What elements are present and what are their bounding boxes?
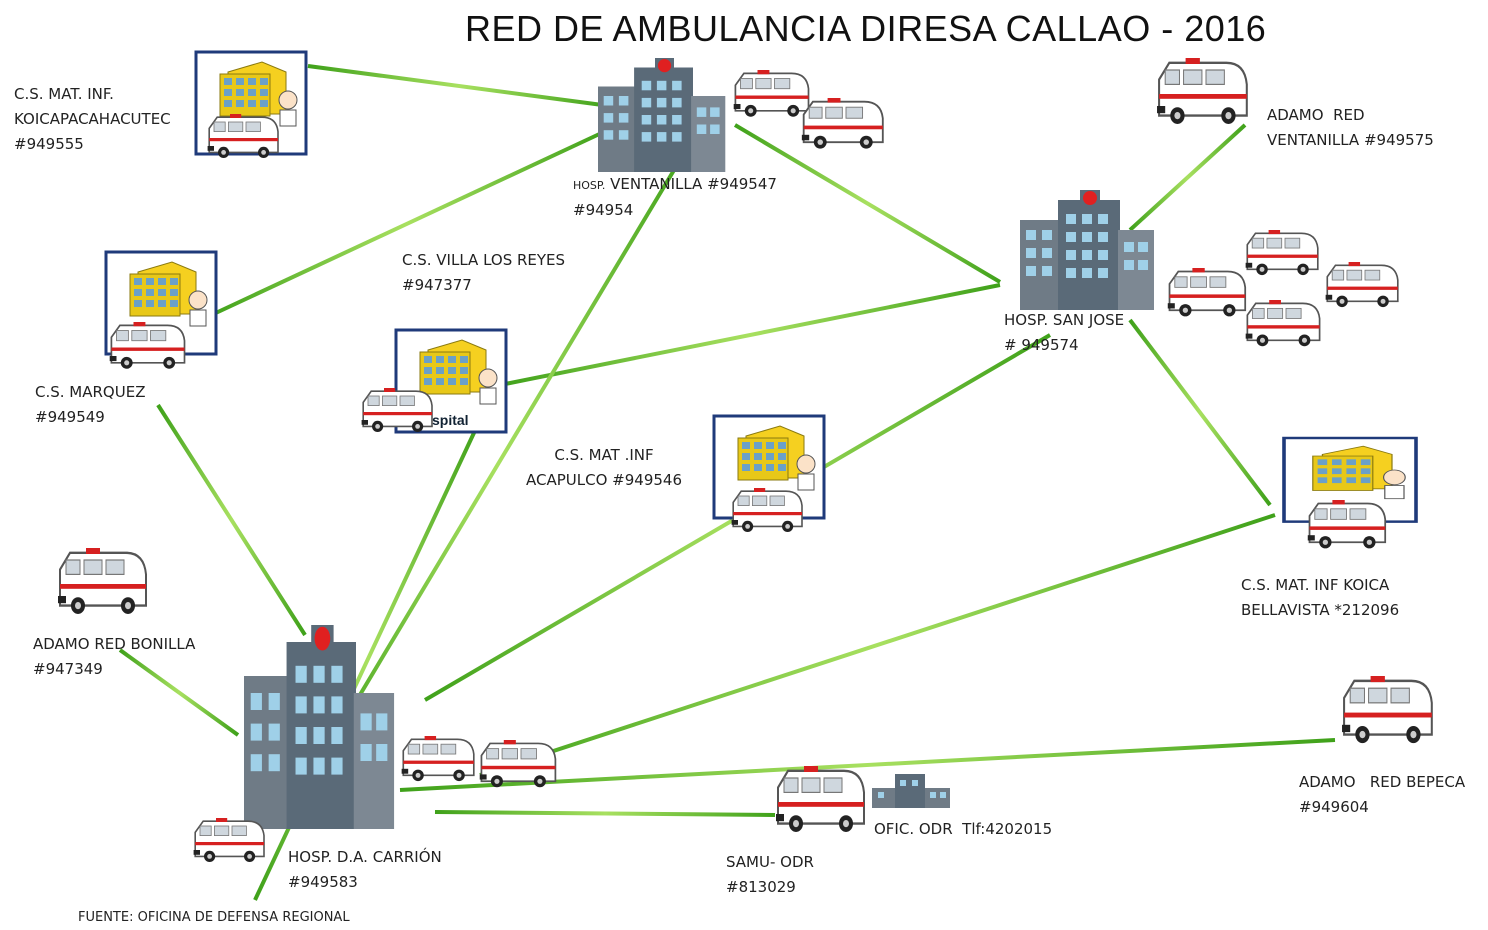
source-note: FUENTE: OFICINA DE DEFENSA REGIONAL bbox=[78, 910, 350, 925]
link bbox=[204, 128, 609, 320]
label-bellavista: C.S. MAT. INF KOICA BELLAVISTA *212096 bbox=[1241, 576, 1400, 619]
ambulance-icon bbox=[478, 739, 557, 789]
ambulance-icon bbox=[1324, 261, 1399, 308]
hospital-building-ventanilla bbox=[598, 58, 726, 172]
label-bepeca: ADAMO RED BEPECA #949604 bbox=[1299, 773, 1466, 816]
link bbox=[479, 513, 1276, 777]
ambulance-icon bbox=[108, 321, 186, 370]
ambulance-icon bbox=[1306, 499, 1387, 550]
label-adamo-ventanilla: ADAMO RED VENTANILLA #949575 bbox=[1267, 106, 1434, 149]
hospital-building-san-jose bbox=[1020, 190, 1154, 310]
ambulance-icon bbox=[400, 735, 475, 782]
label-marquez: C.S. MARQUEZ #949549 bbox=[35, 383, 146, 426]
link bbox=[1128, 318, 1272, 507]
ambulance-icon bbox=[1244, 299, 1321, 348]
link bbox=[499, 283, 1001, 387]
link bbox=[156, 403, 307, 637]
label-carrion: HOSP. D.A. CARRIÓN #949583 bbox=[288, 848, 442, 891]
link bbox=[298, 133, 697, 797]
ambulance-icon bbox=[1244, 229, 1319, 276]
ambulance-icon bbox=[192, 817, 265, 863]
ambulance-icon bbox=[1166, 267, 1247, 318]
link bbox=[118, 648, 240, 737]
ambulance-icon bbox=[774, 764, 866, 834]
hospital-sign: spital bbox=[432, 412, 469, 428]
ambulance-icon bbox=[800, 97, 884, 150]
label-san-jose: HOSP. SAN JOSE # 949574 bbox=[1004, 311, 1125, 354]
ambulance-icon bbox=[206, 113, 279, 159]
ambulance-icon bbox=[730, 487, 803, 533]
connections bbox=[118, 64, 1336, 901]
ambulance-icon bbox=[732, 69, 810, 118]
ambulance-icon bbox=[360, 387, 433, 433]
label-bonilla: ADAMO RED BONILLA #947349 bbox=[33, 635, 196, 678]
diagram-title: RED DE AMBULANCIA DIRESA CALLAO - 2016 bbox=[465, 8, 1267, 49]
link bbox=[307, 64, 611, 108]
ambulance-icon bbox=[1155, 56, 1249, 126]
label-samu: SAMU- ODR #813029 bbox=[726, 853, 814, 896]
label-acapulco: C.S. MAT .INF ACAPULCO #949546 bbox=[526, 446, 682, 489]
label-villa-reyes: C.S. VILLA LOS REYES #947377 bbox=[402, 251, 566, 294]
label-ventanilla: HOSP. VENTANILLA #949547 #94954 bbox=[573, 175, 777, 219]
ambulance-icon bbox=[56, 546, 148, 616]
label-koica-pacha: C.S. MAT. INF. KOICAPACAHACUTEC #949555 bbox=[14, 85, 171, 153]
label-odr: OFIC. ODR Tlf:4202015 bbox=[874, 820, 1053, 838]
link bbox=[733, 123, 1002, 284]
odr-building bbox=[872, 774, 950, 808]
ambulance-icon bbox=[1340, 674, 1434, 745]
link bbox=[1128, 123, 1247, 232]
link bbox=[434, 810, 776, 817]
